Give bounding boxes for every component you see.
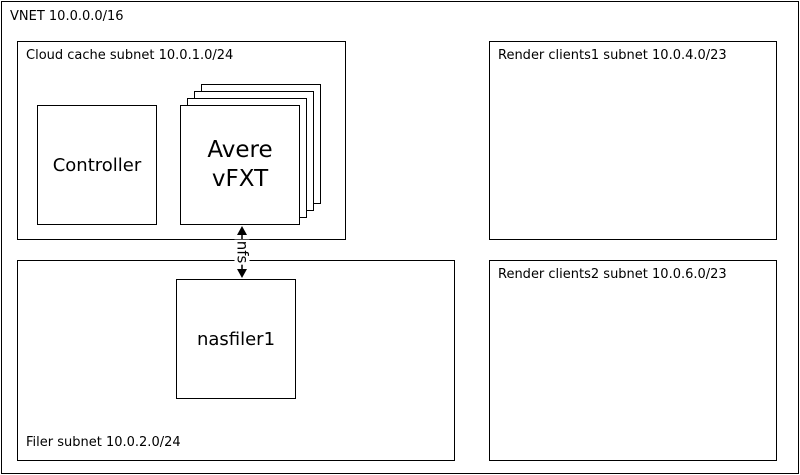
avere-label-line2: vFXT bbox=[211, 166, 269, 192]
render-clients2-subnet-label: Render clients2 subnet 10.0.6.0/23 bbox=[498, 267, 727, 282]
nfs-connection-label: nfs bbox=[233, 239, 252, 265]
nasfiler-node: nasfiler1 bbox=[176, 279, 296, 399]
cloud-cache-subnet-label: Cloud cache subnet 10.0.1.0/24 bbox=[26, 48, 234, 63]
controller-node: Controller bbox=[37, 105, 157, 225]
arrowhead-up-icon bbox=[237, 226, 247, 235]
controller-label: Controller bbox=[52, 154, 142, 176]
render-clients1-subnet-label: Render clients1 subnet 10.0.4.0/23 bbox=[498, 48, 727, 63]
nasfiler-label: nasfiler1 bbox=[196, 328, 276, 350]
avere-label-line1: Avere bbox=[207, 137, 273, 164]
avere-vfxt-node: Avere vFXT bbox=[180, 105, 300, 225]
arrowhead-down-icon bbox=[237, 269, 247, 278]
filer-subnet-label: Filer subnet 10.0.2.0/24 bbox=[26, 435, 181, 450]
render-clients1-subnet bbox=[489, 41, 777, 240]
vnet-label: VNET 10.0.0.0/16 bbox=[10, 9, 124, 24]
render-clients2-subnet bbox=[489, 260, 777, 461]
